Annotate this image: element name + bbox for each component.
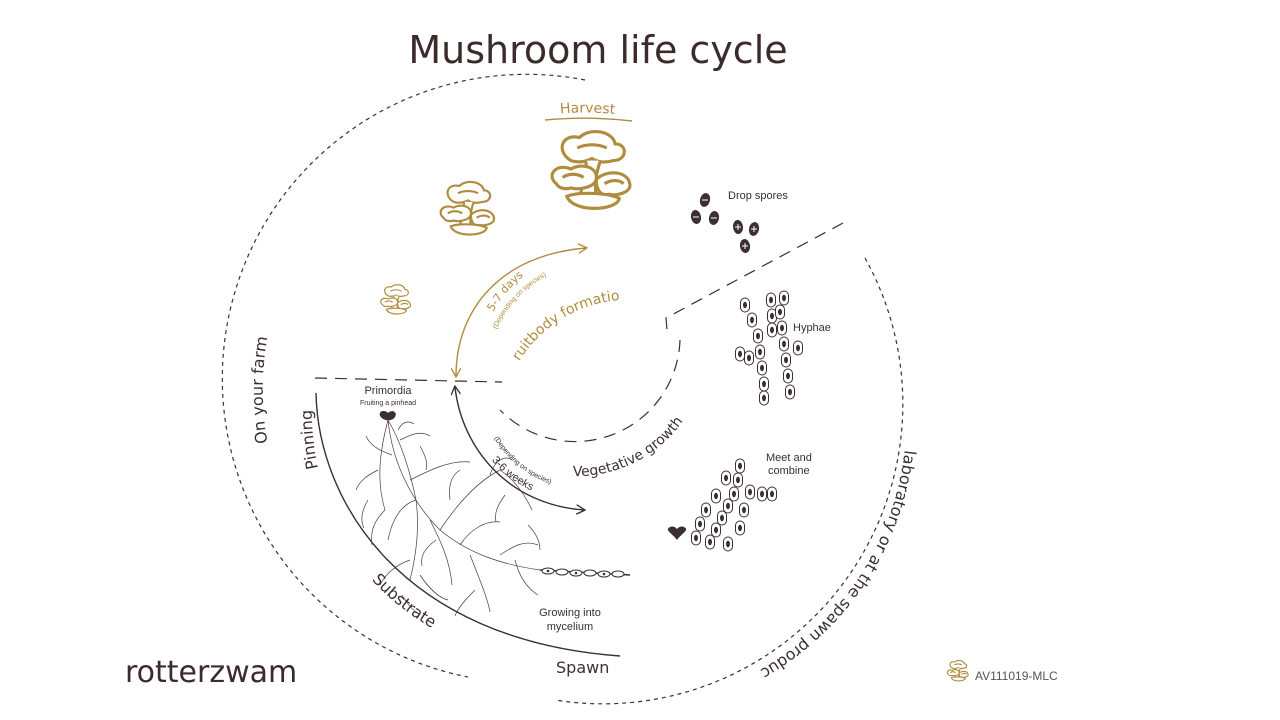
vegetative-growth-label: Vegetative growth: [573, 414, 687, 480]
divider-top-right: [665, 222, 844, 331]
mushroom-logo-icon: [946, 659, 969, 682]
substrate-label: Substrate: [369, 569, 440, 631]
drop-spores-label: Drop spores: [728, 190, 788, 202]
primordia-label: Primordia: [364, 385, 412, 397]
meet-combine-label-2: combine: [768, 465, 810, 477]
oyster-mushroom-icon: [440, 181, 495, 235]
growing-into-mycelium-label-1: Growing into: [539, 607, 601, 619]
harvest-label: Harvest: [560, 100, 617, 118]
oyster-mushroom-icon: [380, 284, 411, 315]
primordia-sub-label: Fruiting a pinhead: [360, 400, 416, 407]
farm-boundary-arc: [221, 73, 586, 678]
vegetative-arrow: [455, 387, 584, 510]
heart-icon: [667, 526, 687, 540]
oyster-mushroom-icon: [551, 131, 631, 209]
growing-into-mycelium-label-2: mycelium: [547, 621, 593, 633]
document-code: AV111019-MLC: [975, 669, 1058, 683]
page-title: Mushroom life cycle: [408, 28, 787, 72]
combining-hyphae-illustration: [691, 458, 777, 552]
hyphae-label: Hyphae: [793, 322, 831, 334]
hyphae-illustration: [735, 290, 803, 406]
meet-combine-label-1: Meet and: [766, 452, 812, 464]
on-your-farm-label: On your farm: [248, 335, 272, 446]
farm-stage-arc: [315, 392, 621, 657]
lab-boundary-arc: [554, 257, 904, 705]
brand-logo: rotterzwam: [125, 655, 297, 690]
pinhead-icon: [379, 411, 396, 421]
mycelium-network: [355, 419, 541, 617]
germinating-hypha: [539, 567, 631, 578]
divider-left: [314, 377, 503, 383]
harvest-underline: [544, 117, 633, 122]
fruitbody-arrow: [456, 248, 586, 376]
spawn-label: Spawn: [556, 658, 609, 677]
